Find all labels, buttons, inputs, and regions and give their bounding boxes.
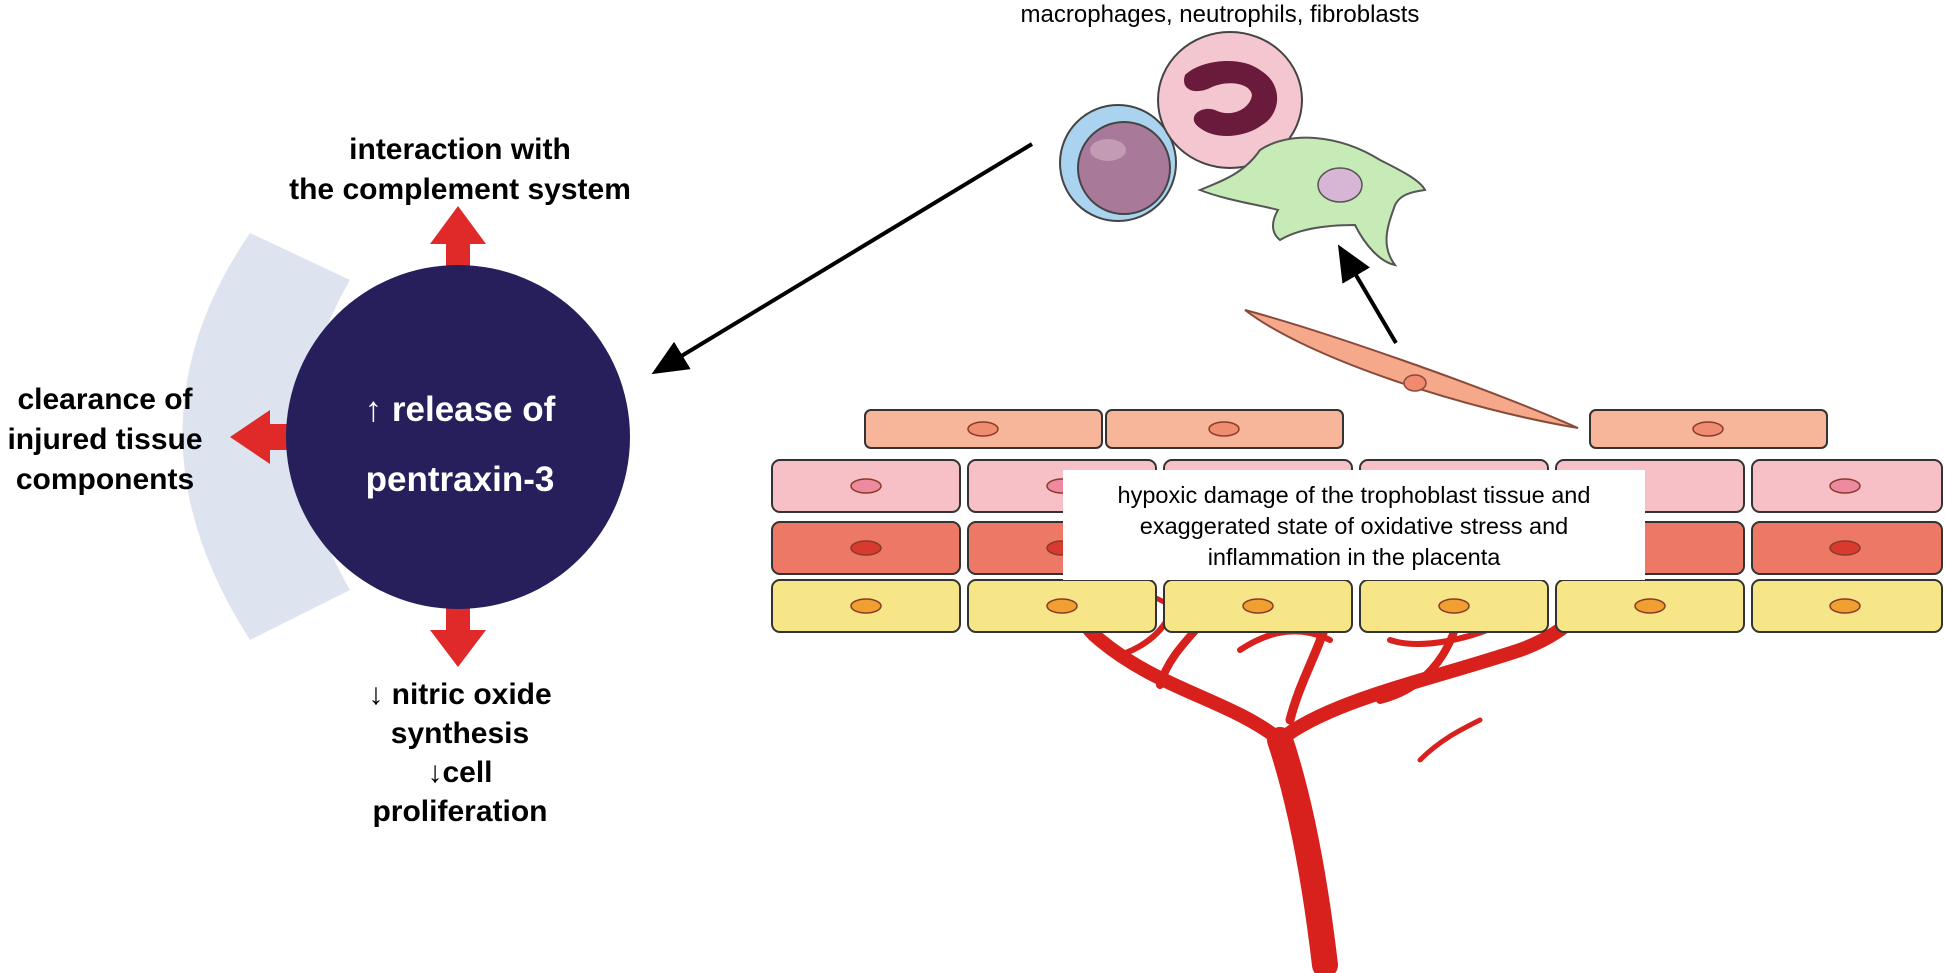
clearance-line-1: clearance of	[17, 383, 193, 416]
clearance-line-3: components	[15, 463, 195, 496]
circle-line-2: pentraxin-3	[365, 460, 555, 499]
blood-vessel-icon	[1068, 583, 1602, 973]
cell-nuclei	[850, 421, 1861, 614]
nitric-line-2: synthesis	[390, 717, 530, 750]
immune-cells-label: macrophages, neutrophils, fibroblasts	[1020, 1, 1420, 28]
hypoxic-line-3: inflammation in the placenta	[1207, 544, 1501, 570]
clearance-line-2: injured tissue	[7, 423, 203, 456]
hypoxic-damage-label: hypoxic damage of the trophoblast tissue…	[1063, 470, 1645, 580]
down-arrow	[430, 600, 486, 667]
arrow-to-cells	[1337, 244, 1398, 345]
complement-label: interaction with the complement system	[270, 130, 650, 210]
nitric-line-1: ↓ nitric oxide	[368, 678, 552, 711]
fibroblast-cell-icon	[1197, 136, 1427, 267]
arrow-to-circle	[651, 142, 1034, 375]
pentraxin-circle	[286, 265, 630, 609]
circle-line-1: ↑ release of	[364, 390, 556, 429]
nitric-line-3: ↓cell	[427, 756, 493, 789]
macrophage-cell-icon	[1059, 104, 1177, 222]
neutrophil-cell-icon	[1157, 31, 1303, 169]
clearance-label: clearance of injured tissue components	[0, 380, 210, 500]
complement-line-1: interaction with	[349, 133, 571, 166]
spindle-cell-icon	[1244, 309, 1579, 429]
nitric-oxide-label: ↓ nitric oxide synthesis ↓cell prolifera…	[300, 675, 620, 831]
nitric-line-4: proliferation	[372, 795, 548, 828]
hypoxic-line-1: hypoxic damage of the trophoblast tissue…	[1117, 482, 1591, 508]
complement-line-2: the complement system	[289, 173, 631, 206]
hypoxic-line-2: exaggerated state of oxidative stress an…	[1139, 513, 1569, 539]
circle-label: ↑ release of pentraxin-3	[290, 375, 630, 515]
